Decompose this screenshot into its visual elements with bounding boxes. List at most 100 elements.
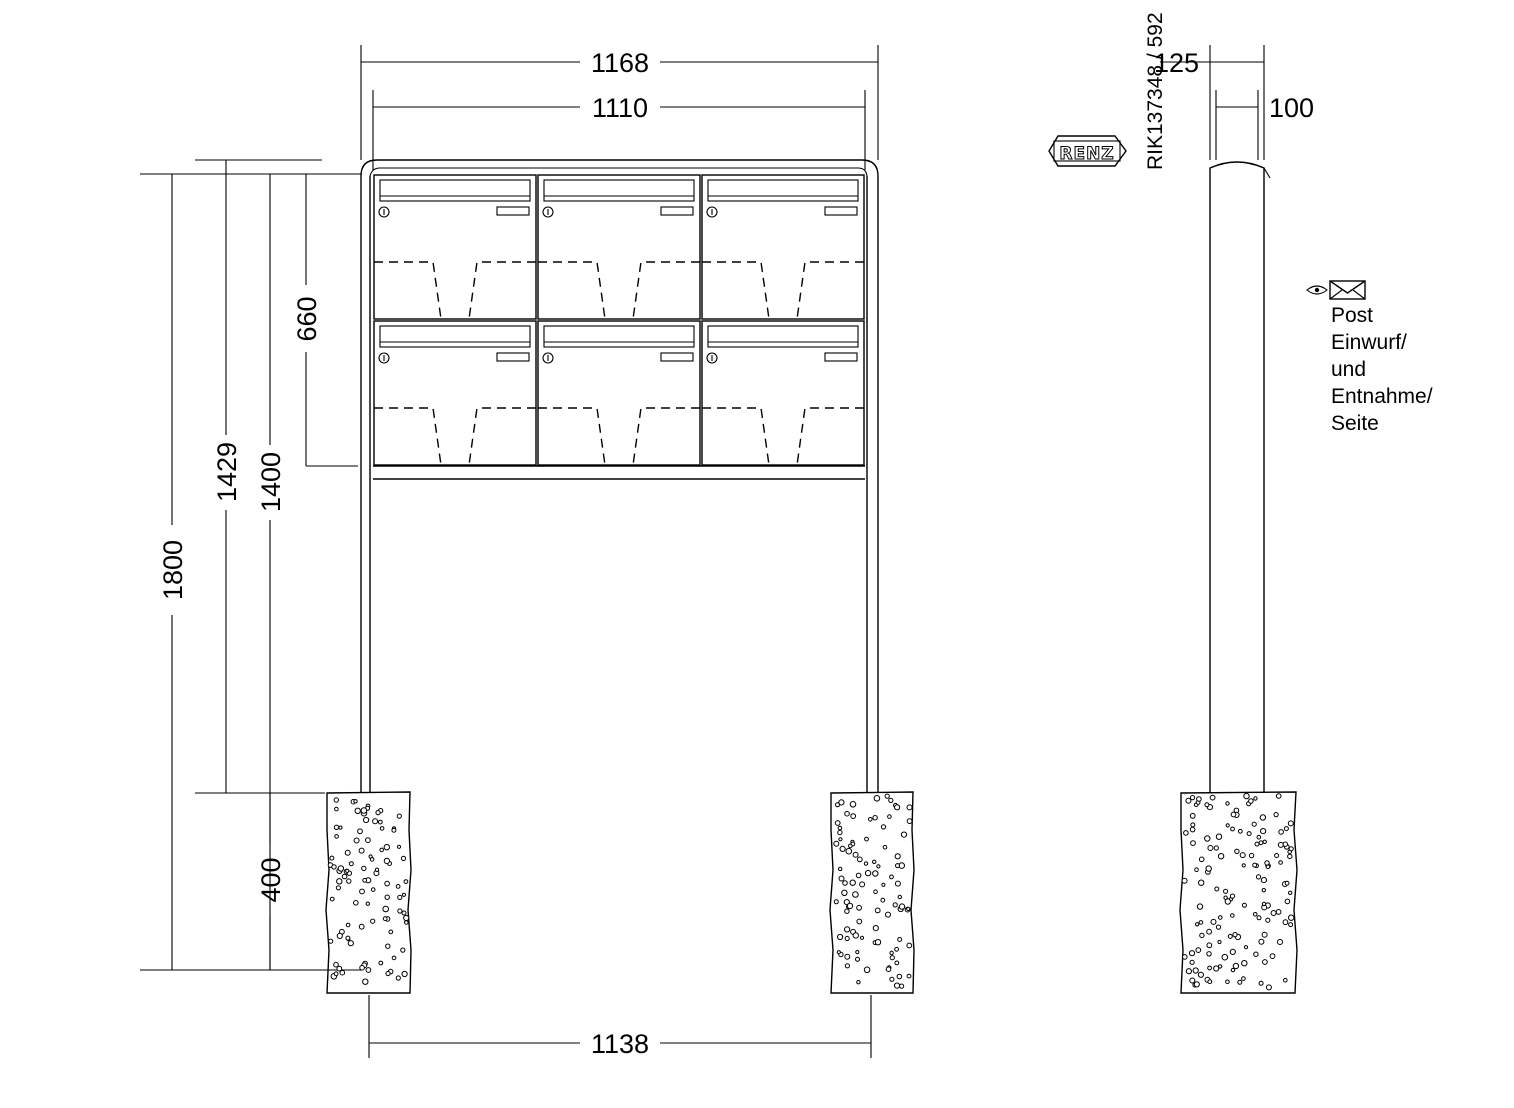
- pebble: [1232, 962, 1240, 970]
- inner-outline: [374, 407, 536, 466]
- pebble: [888, 797, 894, 804]
- pebble: [1207, 845, 1214, 851]
- pebble: [849, 801, 857, 808]
- pebble: [889, 950, 894, 956]
- pebble: [1270, 910, 1277, 916]
- pebble: [850, 813, 857, 819]
- pebble: [401, 970, 408, 978]
- lock-icon: [542, 352, 554, 364]
- pebble: [1269, 953, 1276, 959]
- name-tag: [824, 352, 858, 362]
- pebble: [1252, 862, 1258, 868]
- pebble: [1260, 828, 1267, 835]
- dimension-height-1400: 1400: [256, 174, 286, 970]
- pebble: [864, 869, 872, 877]
- pebble: [1241, 863, 1246, 868]
- pebble: [341, 873, 348, 880]
- dim-label-1400: 1400: [256, 452, 286, 512]
- pebble: [1197, 971, 1205, 978]
- note-line-4: Entnahme/: [1331, 385, 1433, 408]
- pebble: [401, 892, 406, 897]
- pebble: [400, 855, 407, 862]
- pebble: [899, 983, 905, 989]
- pebble: [384, 880, 390, 887]
- pebble: [1237, 828, 1243, 834]
- pebble: [335, 885, 341, 891]
- pebble: [906, 973, 912, 979]
- pebble: [358, 847, 365, 854]
- pebble: [1278, 860, 1283, 865]
- pebble: [876, 864, 881, 869]
- mailbox-flap: [707, 179, 859, 202]
- pebble: [892, 902, 898, 908]
- pebble: [1262, 839, 1267, 844]
- pebble: [1234, 848, 1240, 854]
- name-tag: [496, 206, 530, 216]
- pebble: [1288, 922, 1294, 928]
- pebble: [1193, 981, 1200, 988]
- pebble: [838, 799, 845, 806]
- pebble: [839, 845, 846, 853]
- pebble: [361, 865, 367, 872]
- pebble: [328, 938, 334, 944]
- pebble: [385, 970, 391, 977]
- pebble: [345, 922, 351, 928]
- mailbox: [701, 174, 865, 320]
- pebble: [365, 901, 370, 906]
- pebble: [1225, 801, 1230, 806]
- pebble: [1217, 853, 1225, 860]
- dim-label-100: 100: [1269, 93, 1314, 123]
- pebble: [1185, 968, 1193, 975]
- pebble: [874, 939, 882, 946]
- pebble: [365, 837, 371, 843]
- pebble: [1199, 932, 1205, 939]
- pebble: [346, 878, 352, 884]
- pebble: [1218, 915, 1223, 920]
- pebble: [1248, 852, 1255, 859]
- pebble: [1189, 959, 1195, 965]
- pebble: [339, 969, 346, 976]
- dimension-total-height: 1800: [140, 173, 362, 971]
- pebble: [1252, 912, 1258, 917]
- pebble: [897, 894, 902, 900]
- foundation-center: [829, 791, 915, 994]
- pebble: [345, 868, 350, 874]
- pebble: [1246, 831, 1252, 837]
- pebble: [1253, 951, 1259, 957]
- pebble: [344, 849, 351, 856]
- mailbox-flap: [543, 325, 695, 348]
- pebble: [855, 950, 860, 955]
- pebble: [1194, 867, 1199, 873]
- pebble: [1284, 898, 1291, 905]
- pebble: [1230, 913, 1235, 918]
- pebble: [1283, 826, 1289, 832]
- pebble: [1221, 953, 1229, 961]
- side-note: Post Einwurf/ und Entnahme/ Seite: [1306, 280, 1433, 435]
- pebble: [889, 955, 895, 961]
- pebble: [833, 899, 839, 905]
- pebble: [400, 947, 406, 953]
- pebble: [1205, 865, 1212, 872]
- mailbox: [373, 320, 537, 466]
- pebble: [1265, 984, 1272, 991]
- pebble: [333, 824, 340, 830]
- pebble: [856, 904, 862, 911]
- pebble: [1204, 835, 1211, 842]
- pebble: [333, 961, 339, 968]
- pebble: [856, 918, 863, 925]
- pebble: [1188, 950, 1196, 957]
- pebble: [838, 866, 843, 872]
- mailbox: [373, 174, 537, 320]
- pebble: [331, 864, 337, 870]
- pebble: [887, 814, 892, 819]
- pebble: [844, 953, 851, 960]
- name-tag: [824, 206, 858, 216]
- mailbox-flap: [379, 179, 531, 202]
- pebble: [1256, 834, 1262, 840]
- pebble: [337, 865, 345, 872]
- pebble: [849, 879, 856, 886]
- pebble: [383, 844, 390, 851]
- pebble: [1223, 895, 1228, 900]
- pebble: [1189, 977, 1196, 984]
- pebble: [844, 926, 851, 933]
